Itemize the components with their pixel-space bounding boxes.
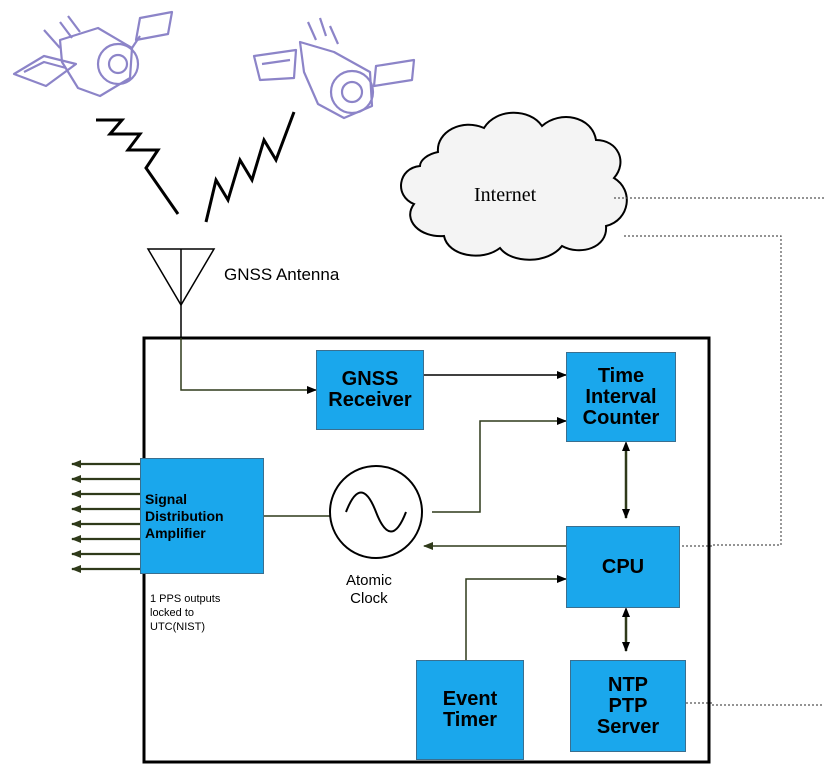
ntp-ptp-server-block: NTP PTP Server [570, 660, 686, 752]
time-interval-counter-block: Time Interval Counter [566, 352, 676, 442]
cloud-icon [400, 111, 628, 261]
pps-note-label: 1 PPS outputs locked to UTC(NIST) [150, 593, 221, 633]
ntp-ptp-server-label: NTP PTP Server [596, 673, 660, 738]
cpu-label: CPU [601, 555, 645, 578]
gnss-receiver-block: GNSS Receiver [316, 350, 424, 430]
atomic-clock-label: Atomic Clock [346, 572, 392, 607]
sine-wave-icon [329, 465, 423, 559]
antenna-icon [146, 248, 216, 338]
gnss-receiver-label: GNSS Receiver [328, 368, 412, 411]
pps-output-arrows [71, 460, 144, 573]
satellite-icon [252, 17, 416, 120]
event-timer-to-cpu-arrow [465, 575, 567, 660]
signal-distribution-amplifier-block: Signal Distribution Amplifier [140, 458, 264, 574]
time-interval-counter-label: Time Interval Counter [582, 364, 660, 429]
antenna-to-receiver-line [180, 338, 317, 394]
clock-to-counter-arrow [432, 417, 567, 513]
event-timer-label: Event Timer [442, 688, 498, 731]
event-timer-block: Event Timer [416, 660, 524, 760]
signal-distribution-amplifier-label: Signal Distribution Amplifier [145, 490, 224, 541]
internet-label: Internet [474, 184, 537, 206]
gnss-antenna-label: GNSS Antenna [224, 265, 340, 284]
signal-zigzag-left [96, 118, 180, 215]
satellite-icon [12, 10, 174, 98]
signal-zigzag-right [204, 111, 296, 223]
cpu-block: CPU [566, 526, 680, 608]
network-links [614, 197, 824, 706]
